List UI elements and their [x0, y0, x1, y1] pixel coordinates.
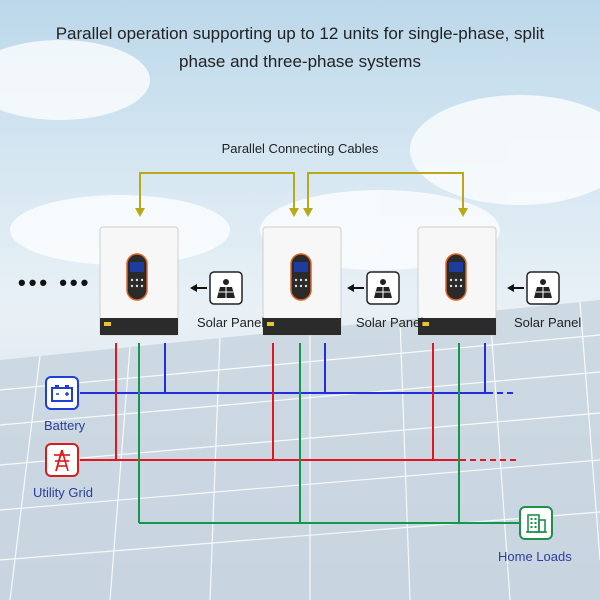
inverter-2 [262, 226, 342, 336]
solar-panel-label-1: Solar Panel [197, 315, 265, 330]
home-bus [138, 343, 520, 524]
utility-grid-icon [45, 443, 79, 477]
cable-arrow [458, 208, 468, 217]
cable-arrow [289, 208, 299, 217]
utility-grid-label: Utility Grid [33, 485, 93, 500]
cables-label: Parallel Connecting Cables [221, 141, 379, 156]
battery-label: Battery [44, 418, 86, 433]
cable-arrows [135, 208, 468, 217]
solar-panel-icon [526, 271, 560, 305]
solar-panel-label-3: Solar Panel [514, 315, 582, 330]
solar-arrow-head [190, 284, 197, 292]
headline-line-2: phase and three-phase systems [179, 52, 421, 71]
inverter-1 [99, 226, 179, 336]
cable-arrow [135, 208, 145, 217]
home-loads-icon [519, 506, 553, 540]
solar-panel-label-2: Solar Panel [356, 315, 424, 330]
cable-arrow [303, 208, 313, 217]
grid-bus [80, 343, 520, 461]
battery-icon [45, 376, 79, 410]
cable-2 [307, 172, 464, 210]
home-loads-label: Home Loads [498, 549, 572, 564]
more-units-ellipsis: ••• ••• [18, 270, 92, 295]
headline-line-1: Parallel operation supporting up to 12 u… [55, 24, 545, 43]
solar-arrow-head [347, 284, 354, 292]
solar-panel-icon [209, 271, 243, 305]
cable-1 [139, 172, 295, 210]
inverter-3 [417, 226, 497, 336]
solar-arrow-head [507, 284, 514, 292]
parallel-cables [139, 172, 464, 210]
battery-bus [80, 343, 515, 394]
solar-panel-icon [366, 271, 400, 305]
headline: Parallel operation supporting up to 12 u… [20, 20, 580, 76]
